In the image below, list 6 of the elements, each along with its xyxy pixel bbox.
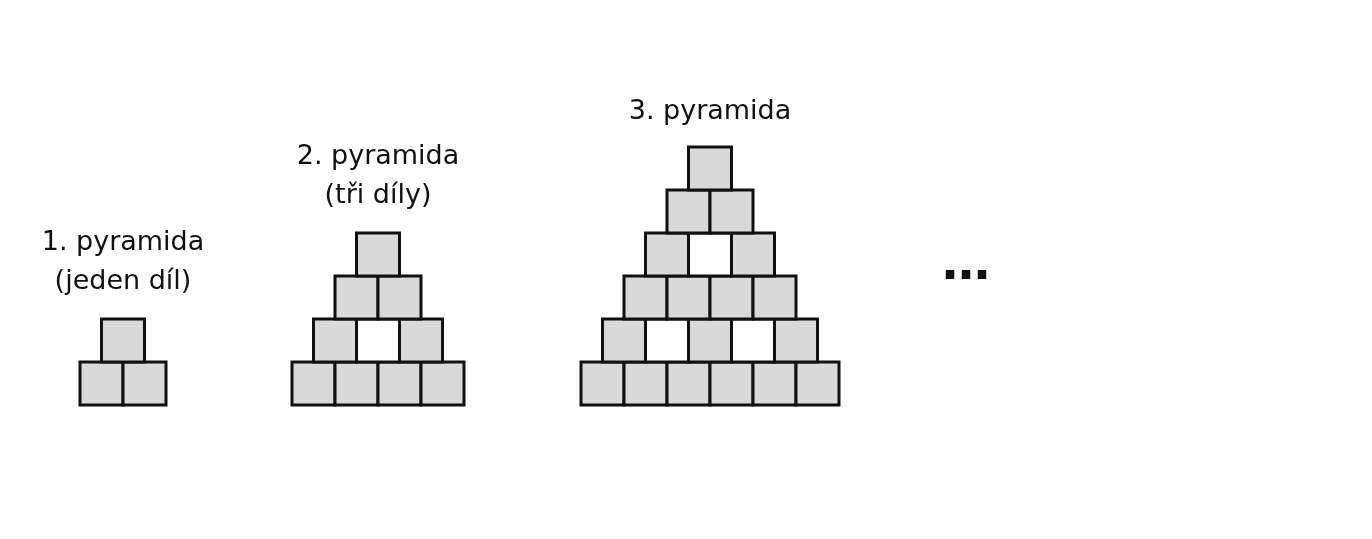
part-count: (jeden díl) [54,266,192,293]
pyramid-caption: 3. pyramida [628,96,792,123]
ellipsis: … [942,238,990,286]
pyramid-caption: 1. pyramida [41,227,205,254]
part-count: (tři díly) [324,180,432,207]
pyramid-caption: 2. pyramida [296,141,460,168]
